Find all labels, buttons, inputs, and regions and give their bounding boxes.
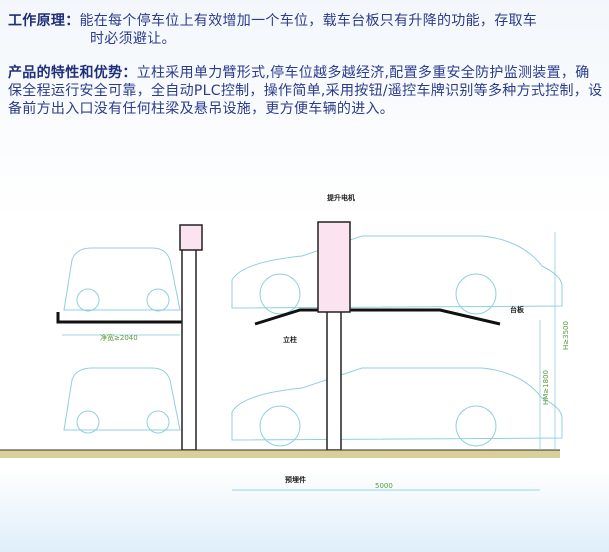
- label-platform: 台板: [510, 305, 525, 314]
- label-column: 立柱: [283, 335, 297, 344]
- columns: [179, 221, 351, 451]
- features-heading: 产品的特性和优势：: [8, 65, 137, 81]
- principle-text-cont: 时必须避让。: [90, 31, 176, 47]
- dim-height: H≥3500: [562, 321, 570, 350]
- dim-lower: HM≥1800: [542, 370, 550, 405]
- platforms: [56, 308, 501, 326]
- features: 产品的特性和优势：立柱采用单力臂形式,停车位越多越经济,配置多重安全防护监测装置…: [8, 64, 603, 118]
- ground: [0, 450, 560, 458]
- label-motor: 提升电机: [326, 193, 355, 202]
- features-text: 立柱采用单力臂形式,停车位越多越经济,配置多重安全防护监测装置，确保全程运行安全…: [8, 65, 603, 117]
- label-embedded: 预埋件: [285, 475, 306, 484]
- dim-clear-width: 净宽≥2040: [100, 333, 138, 342]
- principle-heading: 工作原理：: [8, 13, 80, 29]
- working-principle: 工作原理：能在每个停车位上有效增加一个车位，载车台板只有升降的功能，存取车时必须…: [8, 12, 603, 48]
- dim-width: 5000: [375, 482, 393, 490]
- dimension-lines: [62, 232, 556, 491]
- parking-lift-diagram: 提升电机 台板 立柱 预埋件 5000 H≥3500 HM≥1800 净宽≥20…: [0, 193, 570, 491]
- principle-text: 能在每个停车位上有效增加一个车位，载车台板只有升降的功能，存取车: [79, 13, 538, 29]
- side-view-cars: [63, 235, 563, 447]
